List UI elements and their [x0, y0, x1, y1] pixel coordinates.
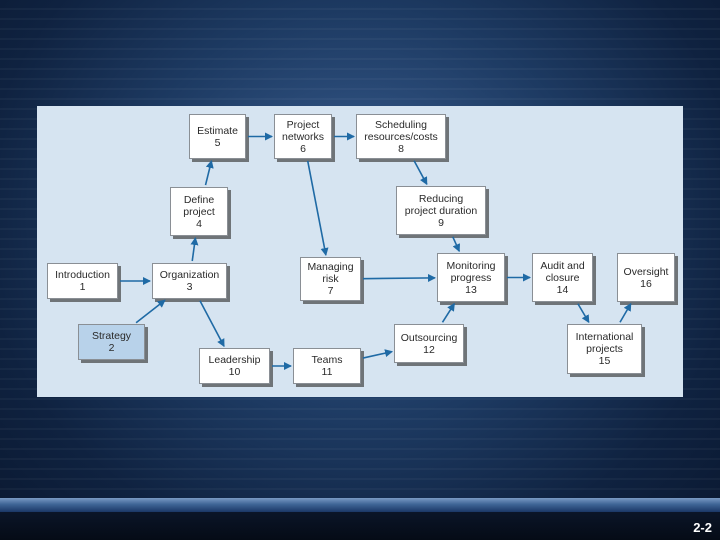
node-label-line: risk — [322, 273, 339, 285]
node-label-line: 11 — [321, 366, 333, 378]
arrow-managing-risk-to-monitoring-progress — [362, 273, 437, 282]
node-label-line: project duration — [404, 204, 478, 217]
node-label-line: progress — [450, 271, 492, 284]
node-label-line: 15 — [598, 355, 611, 367]
footer-strip — [0, 512, 720, 540]
node-label-line: 4 — [196, 217, 202, 230]
arrow-audit-closure-to-international-projects — [577, 303, 590, 324]
node-label-line: Define — [183, 193, 215, 206]
arrow-outsourcing-to-monitoring-progress — [441, 302, 456, 323]
node-label-line: Outsourcing — [400, 331, 458, 344]
node-label-line: Introduction — [55, 269, 110, 281]
node-label-line: 3 — [186, 281, 193, 293]
node-label-line: International — [575, 331, 634, 343]
arrow-scheduling-to-reducing-duration — [413, 160, 428, 186]
arrow-organization-to-leadership — [199, 300, 225, 348]
node-label-line: 9 — [438, 216, 444, 229]
arrow-international-projects-to-oversight — [619, 302, 632, 323]
node-label-line: 10 — [228, 366, 241, 378]
node-label-line: Leadership — [208, 354, 261, 366]
node-label-line: 6 — [300, 142, 306, 155]
node-label-line: Scheduling — [375, 118, 427, 131]
node-label-line: Monitoring — [446, 259, 496, 272]
node-label-line: 13 — [465, 283, 477, 296]
node-label-line: Estimate — [197, 124, 238, 137]
arrow-define-project-to-estimate — [204, 159, 214, 186]
node-label-line: 16 — [640, 277, 652, 290]
node-label-line: resources/costs — [364, 130, 438, 143]
node-label-line: Oversight — [623, 265, 669, 278]
arrows-layer — [120, 132, 632, 370]
node-label-line: Reducing — [418, 192, 464, 205]
arrow-strategy-to-organization — [135, 299, 166, 324]
node-label-line: Audit and — [540, 259, 585, 272]
node-label-line: 2 — [108, 342, 115, 354]
node-label-line: 14 — [556, 283, 569, 296]
node-label-line: Project — [286, 118, 320, 131]
footer-band — [0, 498, 720, 512]
node-label-line: 12 — [423, 343, 435, 356]
arrow-project-networks-to-managing-risk — [306, 160, 329, 257]
node-label-line: Teams — [311, 354, 343, 366]
node-label-line: 5 — [214, 136, 221, 149]
node-label-line: closure — [545, 271, 580, 284]
slide-page-number: 2-2 — [693, 520, 712, 535]
arrow-teams-to-outsourcing — [362, 349, 394, 359]
node-label-line: 7 — [327, 285, 334, 297]
node-label-line: project — [183, 205, 215, 218]
node-label-line: 8 — [398, 142, 404, 155]
arrow-organization-to-define-project — [190, 236, 199, 262]
node-label-line: networks — [281, 130, 324, 143]
arrow-reducing-duration-to-monitoring-progress — [452, 236, 461, 253]
node-label-line: projects — [586, 343, 623, 355]
node-label-line: Organization — [159, 269, 220, 281]
node-label-line: 1 — [79, 281, 86, 293]
node-label-line: Strategy — [91, 330, 132, 342]
node-label-line: Managing — [307, 261, 354, 273]
